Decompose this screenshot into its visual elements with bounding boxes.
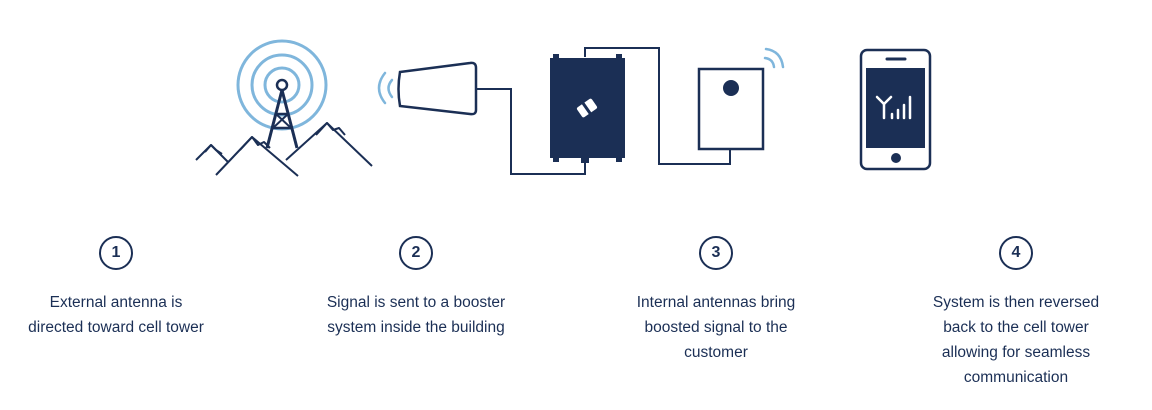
internal-antenna-icon — [697, 67, 765, 151]
step-3: 3 Internal antennas bring boosted signal… — [596, 236, 836, 365]
step-description: External antenna is directed toward cell… — [28, 294, 204, 336]
external-antenna-icon — [397, 61, 478, 116]
smartphone-icon — [859, 48, 932, 171]
step-number: 3 — [699, 236, 733, 270]
step-number: 1 — [99, 236, 133, 270]
step-number: 2 — [399, 236, 433, 270]
step-description: System is then reversed back to the cell… — [932, 294, 1100, 386]
step-description: Internal antennas bring boosted signal t… — [636, 294, 796, 361]
signal-waves-icon — [763, 47, 785, 69]
signal-waves-icon — [377, 71, 394, 105]
step-description: Signal is sent to a booster system insid… — [326, 294, 506, 336]
signal-booster-diagram — [195, 39, 932, 177]
step-2: 2 Signal is sent to a booster system ins… — [296, 236, 536, 340]
cables — [476, 47, 731, 175]
booster-unit-icon — [550, 54, 625, 163]
step-number: 4 — [999, 236, 1033, 270]
step-4: 4 System is then reversed back to the ce… — [896, 236, 1136, 390]
cell-tower-icon — [236, 39, 328, 149]
mountains-icon — [195, 122, 373, 177]
step-1: 1 External antenna is directed toward ce… — [0, 236, 236, 340]
